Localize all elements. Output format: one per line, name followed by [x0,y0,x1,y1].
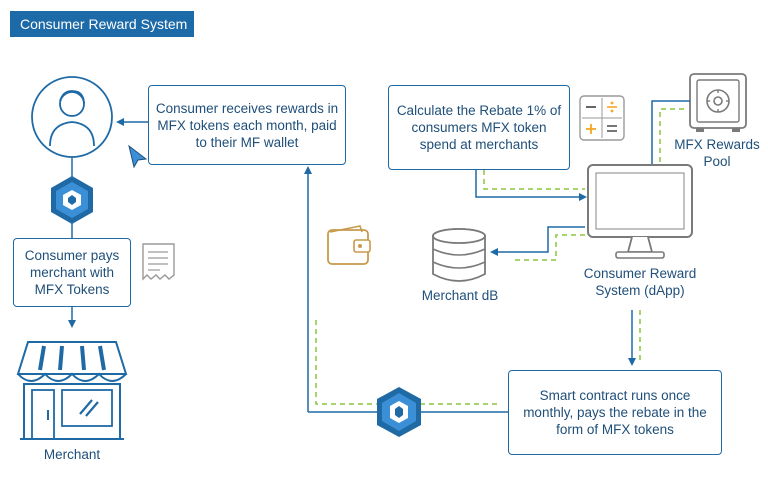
user-icon [31,76,113,158]
merchant-label: Merchant [43,447,101,462]
dapp-label: Consumer Reward System (dApp) [583,266,697,298]
rewards-pool-label: MFX Rewards Pool [674,137,760,169]
computer-monitor-icon [587,164,693,259]
wallet-icon [327,225,371,265]
merchant-db-label: Merchant dB [421,288,499,303]
mfx-token-icon [377,387,421,437]
database-icon [432,228,486,282]
cursor-icon [128,144,148,169]
consumer-pays-box: Consumer pays merchant with MFX Tokens [13,238,131,307]
safe-icon [689,73,747,132]
mfx-token-icon [51,176,93,224]
calculator-icon [579,95,625,141]
diagram-title: Consumer Reward System [10,11,194,37]
rewards-box: Consumer receives rewards in MFX tokens … [148,85,346,165]
receipt-icon [142,243,175,281]
storefront-icon [16,341,128,440]
smart-contract-box: Smart contract runs once monthly, pays t… [508,370,722,455]
calculate-rebate-box: Calculate the Rebate 1% of consumers MFX… [388,85,570,170]
